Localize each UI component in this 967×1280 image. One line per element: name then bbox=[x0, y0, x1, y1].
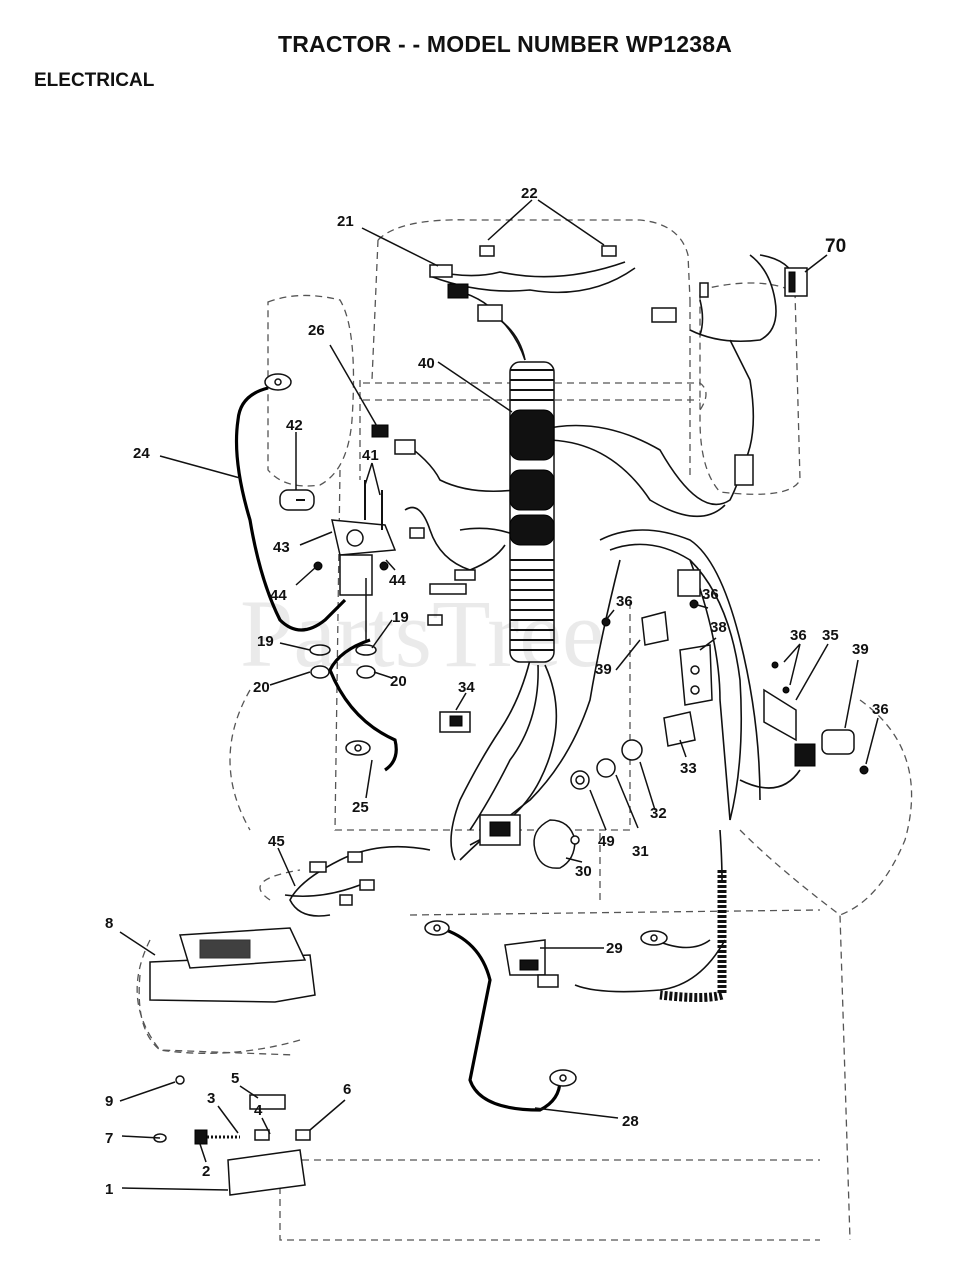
callout-35: 35 bbox=[822, 627, 839, 644]
callout-38: 38 bbox=[710, 619, 727, 636]
callout-numbers: 22 21 70 26 40 24 42 41 43 44 44 19 19 2… bbox=[105, 185, 889, 1198]
callout-22: 22 bbox=[521, 185, 538, 202]
callout-20-right: 20 bbox=[390, 673, 407, 690]
callout-25: 25 bbox=[352, 799, 369, 816]
callout-31: 31 bbox=[632, 843, 649, 860]
callout-19-right: 19 bbox=[392, 609, 409, 626]
callout-39-b: 39 bbox=[852, 641, 869, 658]
callout-32: 32 bbox=[650, 805, 667, 822]
callout-41: 41 bbox=[362, 447, 379, 464]
callout-8: 8 bbox=[105, 915, 113, 932]
callout-7: 7 bbox=[105, 1130, 113, 1147]
conduit-40 bbox=[509, 361, 555, 663]
callout-44-right: 44 bbox=[389, 572, 406, 589]
solenoid-assembly bbox=[279, 480, 397, 679]
callout-26: 26 bbox=[308, 322, 325, 339]
callout-19-left: 19 bbox=[257, 633, 274, 650]
callout-43: 43 bbox=[273, 539, 290, 556]
ring-terminals bbox=[264, 373, 668, 1087]
battery-cables bbox=[234, 386, 562, 1112]
callout-29: 29 bbox=[606, 940, 623, 957]
callout-3: 3 bbox=[207, 1090, 215, 1107]
connectors-and-switches bbox=[309, 245, 869, 988]
callout-45: 45 bbox=[268, 833, 285, 850]
callout-1: 1 bbox=[105, 1181, 113, 1198]
callout-6: 6 bbox=[343, 1081, 351, 1098]
callout-36-c: 36 bbox=[790, 627, 807, 644]
callout-33: 33 bbox=[680, 760, 697, 777]
coiled-conduit bbox=[659, 870, 727, 1002]
callout-28: 28 bbox=[622, 1113, 639, 1130]
battery-and-box bbox=[138, 927, 316, 1196]
callout-36-a: 36 bbox=[616, 593, 633, 610]
callout-40: 40 bbox=[418, 355, 435, 372]
callout-30: 30 bbox=[575, 863, 592, 880]
section-heading: ELECTRICAL bbox=[34, 70, 155, 91]
callout-2: 2 bbox=[202, 1163, 210, 1180]
callout-39-a: 39 bbox=[595, 661, 612, 678]
callout-21: 21 bbox=[337, 213, 354, 230]
callout-36-d: 36 bbox=[872, 701, 889, 718]
callout-9: 9 bbox=[105, 1093, 113, 1110]
callout-5: 5 bbox=[231, 1070, 239, 1087]
callout-4: 4 bbox=[254, 1102, 263, 1119]
callout-24: 24 bbox=[133, 445, 150, 462]
callout-20-left: 20 bbox=[253, 679, 270, 696]
callout-leaders bbox=[119, 199, 879, 1191]
callout-42: 42 bbox=[286, 417, 303, 434]
callout-34: 34 bbox=[458, 679, 475, 696]
callout-36-b: 36 bbox=[702, 586, 719, 603]
callout-70: 70 bbox=[825, 236, 846, 257]
page-title: TRACTOR - - MODEL NUMBER WP1238A bbox=[278, 31, 733, 57]
callout-49: 49 bbox=[598, 833, 615, 850]
callout-44-left: 44 bbox=[270, 587, 287, 604]
